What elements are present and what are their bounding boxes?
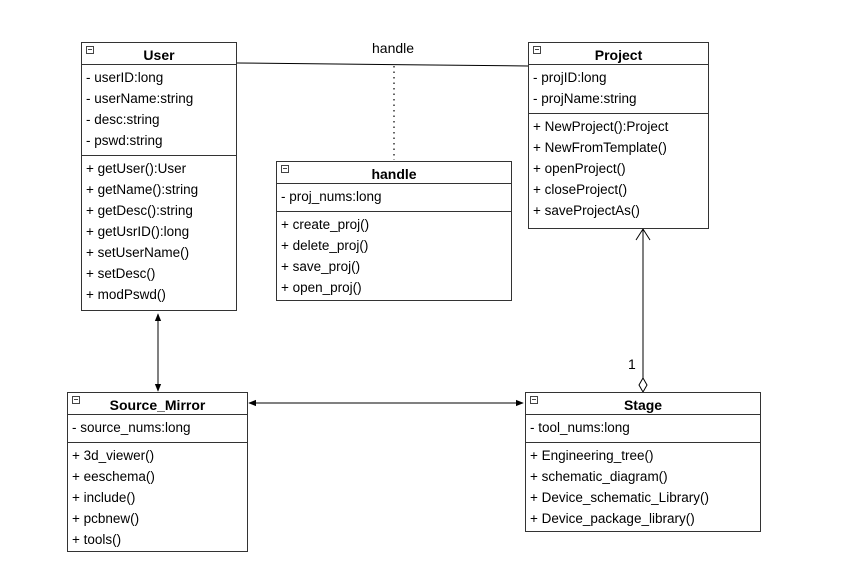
method-section: + NewProject():Project + NewFromTemplate… xyxy=(529,114,708,225)
method-row: + Device_package_library() xyxy=(530,511,695,526)
method-row: + getUser():User xyxy=(86,161,187,176)
attribute-section: - userID:long - userName:string - desc:s… xyxy=(82,65,236,156)
collapse-icon[interactable] xyxy=(72,396,80,404)
attribute-row: - userName:string xyxy=(86,91,194,106)
class-name: Source_Mirror xyxy=(109,397,206,413)
class-name: Project xyxy=(594,47,643,63)
method-row: + setDesc() xyxy=(86,266,156,281)
class-name: Stage xyxy=(623,397,663,413)
method-row: + include() xyxy=(72,490,136,505)
multiplicity-label: 1 xyxy=(628,356,636,372)
method-row: + saveProjectAs() xyxy=(533,203,640,218)
association-label: handle xyxy=(372,40,415,56)
class-header: Source_Mirror xyxy=(68,393,247,415)
method-row: + closeProject() xyxy=(533,182,628,197)
method-section: + create_proj() + delete_proj() + save_p… xyxy=(277,212,511,302)
class-name: User xyxy=(143,47,175,63)
method-row: + open_proj() xyxy=(281,280,362,295)
class-name: handle xyxy=(371,166,417,182)
attribute-row: - desc:string xyxy=(86,112,160,127)
method-row: + Engineering_tree() xyxy=(530,448,654,463)
method-row: + openProject() xyxy=(533,161,626,176)
method-row: + pcbnew() xyxy=(72,511,140,526)
attribute-row: - projName:string xyxy=(533,91,637,106)
method-row: + getName():string xyxy=(86,182,199,197)
collapse-icon[interactable] xyxy=(281,165,289,173)
method-section: + 3d_viewer() + eeschema() + include() +… xyxy=(68,443,247,554)
collapse-icon[interactable] xyxy=(533,46,541,54)
class-header: Project xyxy=(529,43,708,65)
attribute-row: - proj_nums:long xyxy=(281,189,382,204)
method-row: + delete_proj() xyxy=(281,238,369,253)
method-row: + NewProject():Project xyxy=(533,119,669,134)
class-stage[interactable]: Stage - tool_nums:long + Engineering_tre… xyxy=(525,392,761,532)
method-row: + getUsrID():long xyxy=(86,224,190,239)
open-arrowhead-icon xyxy=(635,228,651,241)
method-section: + Engineering_tree() + schematic_diagram… xyxy=(526,443,760,533)
attribute-row: - pswd:string xyxy=(86,133,163,148)
method-row: + schematic_diagram() xyxy=(530,469,668,484)
method-row: + eeschema() xyxy=(72,469,155,484)
aggregation-diamond-icon xyxy=(638,376,648,394)
class-header: Stage xyxy=(526,393,760,415)
method-row: + Device_schematic_Library() xyxy=(530,490,709,505)
attribute-row: - projID:long xyxy=(533,70,607,85)
method-row: + setUserName() xyxy=(86,245,190,260)
attribute-row: - source_nums:long xyxy=(72,420,191,435)
attribute-section: - proj_nums:long xyxy=(277,184,511,212)
method-row: + save_proj() xyxy=(281,259,361,274)
method-section: + getUser():User + getName():string + ge… xyxy=(82,156,236,309)
method-row: + getDesc():string xyxy=(86,203,193,218)
method-row: + 3d_viewer() xyxy=(72,448,155,463)
attribute-section: - tool_nums:long xyxy=(526,415,760,443)
collapse-icon[interactable] xyxy=(530,396,538,404)
class-header: User xyxy=(82,43,236,65)
attribute-row: - userID:long xyxy=(86,70,164,85)
method-row: + NewFromTemplate() xyxy=(533,140,667,155)
method-row: + modPswd() xyxy=(86,287,166,302)
class-user[interactable]: User - userID:long - userName:string - d… xyxy=(81,42,237,311)
attribute-section: - source_nums:long xyxy=(68,415,247,443)
collapse-icon[interactable] xyxy=(86,46,94,54)
attribute-row: - tool_nums:long xyxy=(530,420,630,435)
method-row: + tools() xyxy=(72,532,122,547)
class-handle[interactable]: handle - proj_nums:long + create_proj() … xyxy=(276,161,512,301)
user-project-association xyxy=(236,62,529,67)
class-source-mirror[interactable]: Source_Mirror - source_nums:long + 3d_vi… xyxy=(67,392,248,552)
class-project[interactable]: Project - projID:long - projName:string … xyxy=(528,42,709,229)
class-header: handle xyxy=(277,162,511,184)
method-row: + create_proj() xyxy=(281,217,370,232)
attribute-section: - projID:long - projName:string xyxy=(529,65,708,114)
